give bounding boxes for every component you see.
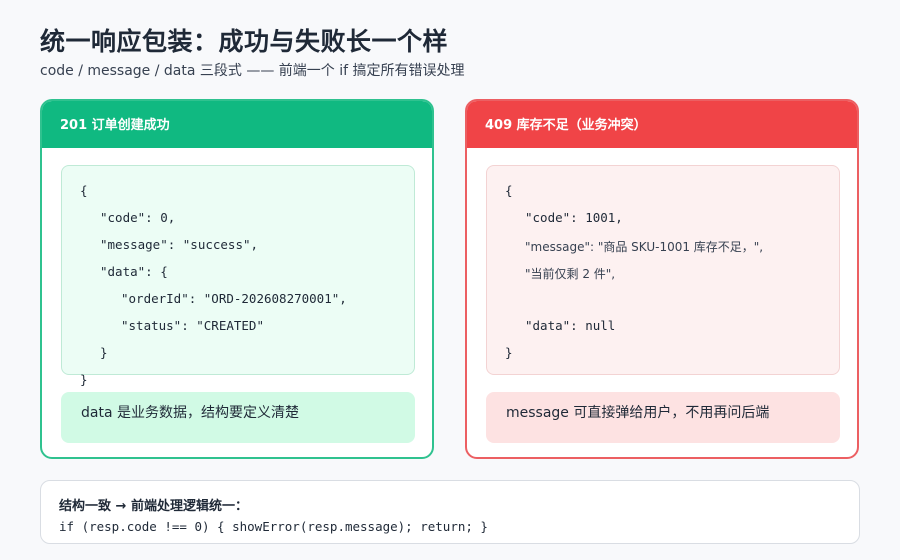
- code-line: }: [100, 345, 108, 360]
- footer-code: if (resp.code !== 0) { showError(resp.me…: [59, 519, 488, 534]
- success-note: data 是业务数据，结构要定义清楚: [61, 392, 415, 443]
- code-line: "code": 1001,: [525, 210, 623, 225]
- error-response-card: 409 库存不足（业务冲突） { "code": 1001, "message"…: [465, 99, 859, 459]
- page-title: 统一响应包装：成功与失败长一个样: [40, 27, 449, 56]
- code-line: "当前仅剩 2 件",: [525, 267, 616, 281]
- footer-summary-box: 结构一致 → 前端处理逻辑统一： if (resp.code !== 0) { …: [40, 480, 860, 544]
- code-line: "data": {: [100, 264, 168, 279]
- success-card-title: 201 订单创建成功: [42, 101, 432, 148]
- success-json-block: { "code": 0, "message": "success", "data…: [61, 165, 415, 387]
- code-line: "message": "success",: [100, 237, 259, 252]
- code-line: }: [505, 345, 513, 360]
- code-line: {: [505, 183, 513, 198]
- error-json-block: { "code": 1001, "message": "商品 SKU-1001 …: [486, 165, 840, 375]
- code-line: "orderId": "ORD-202608270001",: [121, 291, 347, 306]
- success-response-card: 201 订单创建成功 { "code": 0, "message": "succ…: [40, 99, 434, 459]
- code-line: "data": null: [525, 318, 616, 333]
- code-line: "code": 0,: [100, 210, 176, 225]
- page-subtitle: code / message / data 三段式 —— 前端一个 if 搞定所…: [40, 63, 465, 79]
- error-note: message 可直接弹给用户，不用再问后端: [486, 392, 840, 443]
- code-line: }: [80, 372, 88, 387]
- code-line: {: [80, 183, 88, 198]
- error-card-title: 409 库存不足（业务冲突）: [467, 101, 857, 148]
- code-line: "message": "商品 SKU-1001 库存不足，",: [525, 240, 764, 254]
- footer-title: 结构一致 → 前端处理逻辑统一：: [59, 499, 248, 514]
- code-line: "status": "CREATED": [121, 318, 264, 333]
